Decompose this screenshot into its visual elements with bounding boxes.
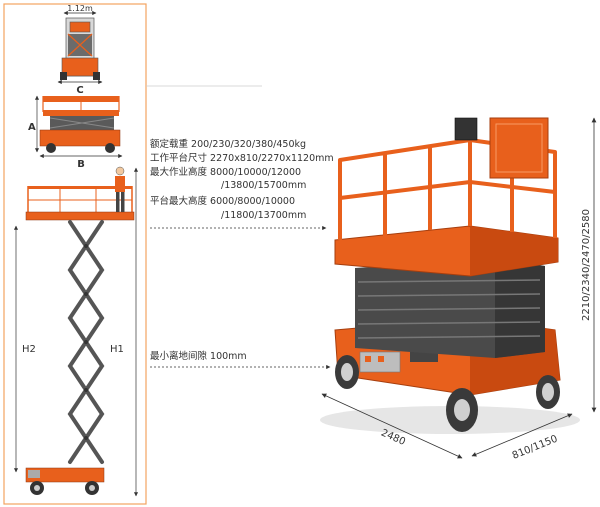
top-view: 1.12m C bbox=[57, 4, 103, 96]
spec-max-working-height: 最大作业高度 8000/10000/12000 bbox=[150, 167, 302, 178]
worker-figure bbox=[115, 166, 125, 176]
label-h1: H1 bbox=[110, 344, 124, 355]
extended-elevation: H2 H1 bbox=[13, 166, 139, 497]
width-dimension-label: 810/1150 bbox=[511, 434, 560, 462]
label-c: C bbox=[76, 85, 83, 96]
label-b: B bbox=[77, 159, 85, 170]
scissor-lift-photo bbox=[320, 117, 580, 434]
drawing-frame bbox=[3, 3, 147, 505]
label-h2: H2 bbox=[22, 344, 36, 355]
height-dimension-label: 2210/2340/2470/2580 bbox=[581, 209, 592, 321]
spec-min-ground-clearance: 最小离地间隙 100mm bbox=[150, 351, 247, 362]
spec-rated-load: 额定载重 200/230/320/380/450kg bbox=[150, 139, 307, 150]
side-view: A B bbox=[28, 95, 123, 170]
width-dimension-line bbox=[471, 413, 573, 457]
spec-max-platform-height: 平台最大高度 6000/8000/10000 bbox=[150, 196, 295, 207]
top-width-label: 1.12m bbox=[67, 4, 93, 13]
spec-platform-size: 工作平台尺寸 2270x810/2270x1120mm bbox=[150, 153, 334, 164]
spec-max-working-height-cont: /13800/15700mm bbox=[221, 180, 307, 191]
label-a: A bbox=[28, 122, 36, 133]
length-dimension-line bbox=[321, 393, 463, 459]
spec-max-platform-height-cont: /11800/13700mm bbox=[221, 210, 307, 221]
